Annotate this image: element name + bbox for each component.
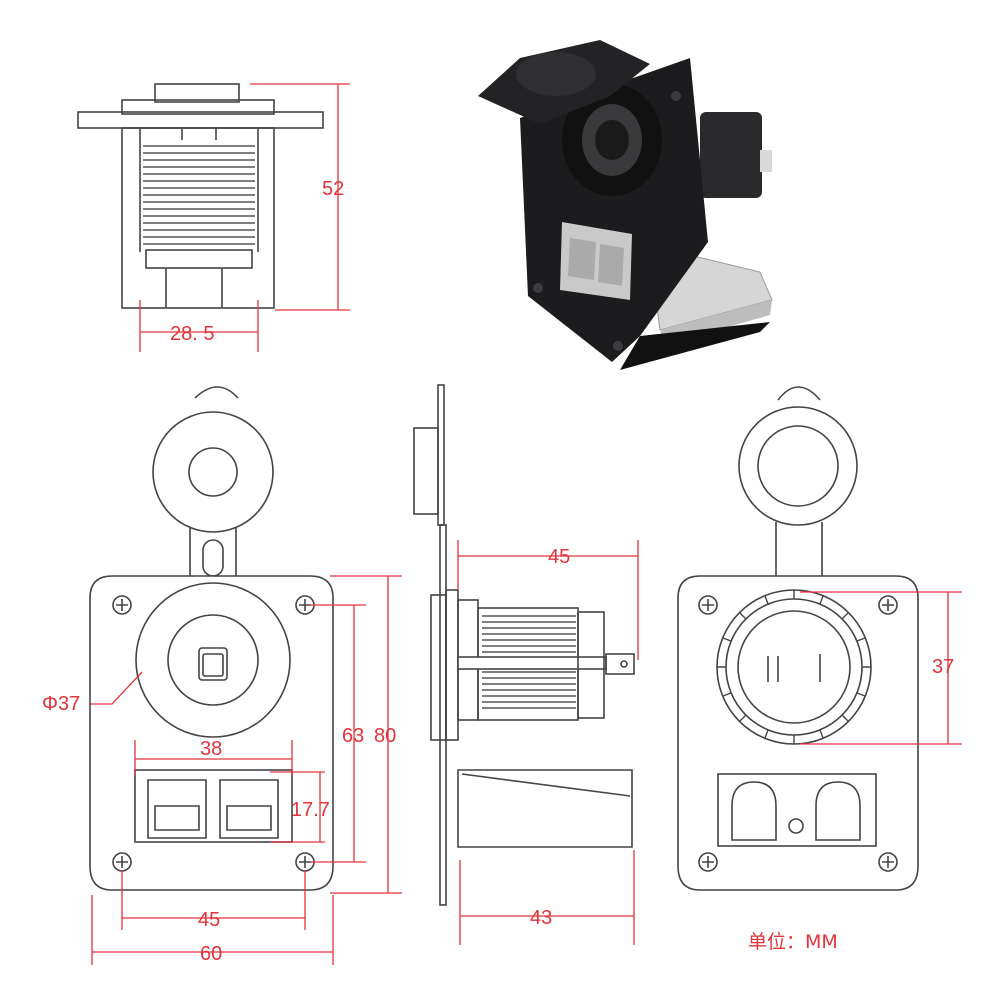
back-screw-bl <box>698 852 718 872</box>
dim-63: 63 <box>310 604 366 863</box>
unit-label: 单位：MM <box>748 931 838 953</box>
dim-label-28-5: 28. 5 <box>170 323 214 345</box>
dim-socket-height: 37 <box>800 591 962 745</box>
dim-label-80: 80 <box>374 725 396 747</box>
profile-thread <box>482 615 576 709</box>
dim-label-45-h: 45 <box>198 909 220 931</box>
dim-45-horizontal: 45 <box>121 870 306 931</box>
back-view <box>677 386 919 891</box>
front-view <box>89 386 334 891</box>
dim-38: 38 <box>134 738 293 775</box>
dim-label-phi37: Φ37 <box>42 693 80 715</box>
back-screw-tl <box>698 595 718 615</box>
screw-hole-tl <box>112 595 132 615</box>
dim-body-depth: 45 <box>457 540 639 660</box>
dim-label-52: 52 <box>322 178 344 200</box>
dim-label-63: 63 <box>342 725 364 747</box>
dim-label-60: 60 <box>200 943 222 965</box>
dim-diameter: Φ37 <box>42 671 143 715</box>
product-photo <box>478 40 773 370</box>
thread-coils <box>143 145 255 245</box>
dim-side-height: 52 <box>250 83 350 311</box>
dim-label-17-7: 17.7 <box>291 799 330 821</box>
back-screw-br <box>878 852 898 872</box>
dim-80: 80 <box>330 575 402 894</box>
dim-bracket-depth: 43 <box>459 850 635 945</box>
dim-60: 60 <box>91 895 334 965</box>
dim-17-7: 17.7 <box>270 771 330 843</box>
dim-label-37: 37 <box>932 656 954 678</box>
ratchet-teeth <box>717 590 871 744</box>
dim-label-43: 43 <box>530 907 552 929</box>
profile-view <box>413 384 635 906</box>
side-view-top <box>77 83 324 309</box>
dim-label-38: 38 <box>200 738 222 760</box>
back-screw-tr <box>878 595 898 615</box>
dim-label-45-depth: 45 <box>548 546 570 568</box>
dim-side-width: 28. 5 <box>139 300 259 352</box>
